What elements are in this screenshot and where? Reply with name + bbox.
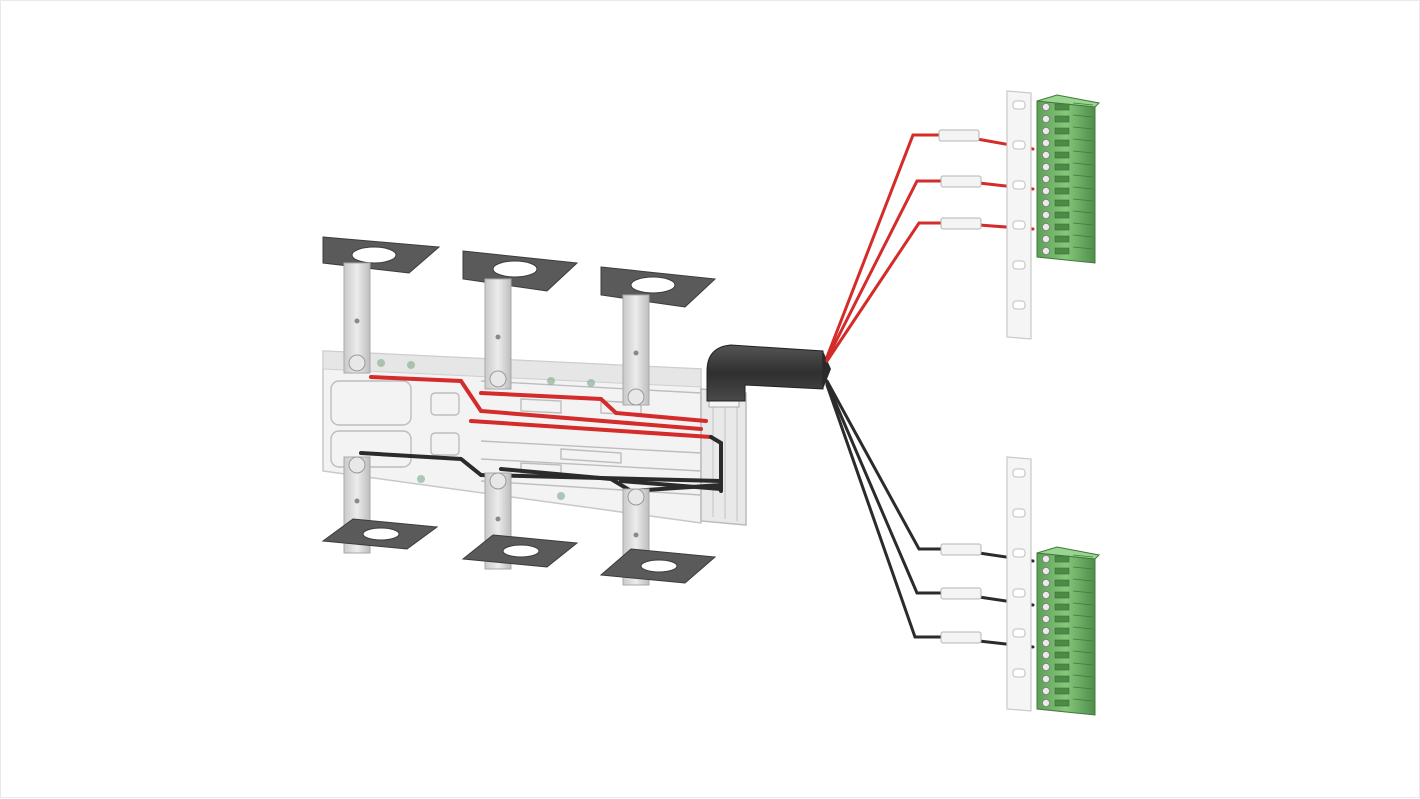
terminal-slot xyxy=(1054,151,1070,159)
terminal-slot xyxy=(1054,567,1070,575)
terminal-slot xyxy=(1054,687,1070,695)
terminal-slot xyxy=(1054,247,1070,255)
top-brackets xyxy=(343,262,650,406)
terminal-screw xyxy=(1042,138,1051,147)
terminal-screw xyxy=(1042,222,1051,231)
red-wire-ferrules xyxy=(938,129,982,230)
terminal-slot xyxy=(1054,127,1070,135)
terminal-screw xyxy=(1042,591,1051,600)
terminal-slot xyxy=(1054,591,1070,599)
external-red-wires xyxy=(825,133,1035,363)
terminal-screw xyxy=(1042,246,1051,255)
terminal-screw xyxy=(1042,127,1051,136)
terminal-screw xyxy=(1042,627,1051,636)
top-mounting-plates xyxy=(322,236,717,308)
lower-terminal-rail xyxy=(1006,456,1032,712)
terminal-screw xyxy=(1042,555,1051,564)
terminal-slot xyxy=(1054,675,1070,683)
terminal-slot xyxy=(1054,115,1070,123)
terminal-slot xyxy=(1054,627,1070,635)
terminal-slot xyxy=(1054,603,1070,611)
internal-red-wires xyxy=(369,375,713,439)
terminal-slot xyxy=(1054,663,1070,671)
lower-terminal-block xyxy=(1036,546,1101,716)
terminal-slot xyxy=(1054,639,1070,647)
terminal-slot xyxy=(1054,235,1070,243)
upper-terminal-rail xyxy=(1006,90,1032,340)
terminal-slot xyxy=(1054,555,1070,563)
terminal-slot xyxy=(1054,223,1070,231)
terminal-slot xyxy=(1054,163,1070,171)
terminal-slot xyxy=(1054,103,1070,111)
terminal-screw xyxy=(1042,210,1051,219)
terminal-slot xyxy=(1054,139,1070,147)
terminal-screw xyxy=(1042,567,1051,576)
external-black-wires xyxy=(825,379,1035,649)
terminal-screw xyxy=(1042,603,1051,612)
terminal-screw xyxy=(1042,651,1051,660)
terminal-screw xyxy=(1042,115,1051,124)
terminal-slot xyxy=(1054,175,1070,183)
terminal-slot xyxy=(1054,615,1070,623)
terminal-screw xyxy=(1042,615,1051,624)
terminal-slot xyxy=(1054,199,1070,207)
terminal-screw xyxy=(1042,174,1051,183)
terminal-screw xyxy=(1042,687,1051,696)
bottom-mounting-plates xyxy=(321,518,717,584)
terminal-screw xyxy=(1042,663,1051,672)
terminal-screw xyxy=(1042,162,1051,171)
terminal-slot xyxy=(1054,211,1070,219)
terminal-slot xyxy=(1054,187,1070,195)
housing xyxy=(322,350,747,526)
terminal-screw xyxy=(1042,103,1051,112)
black-wire-ferrules xyxy=(940,543,982,644)
terminal-slot xyxy=(1054,651,1070,659)
terminal-screw xyxy=(1042,234,1051,243)
upper-terminal-block xyxy=(1036,94,1101,264)
terminal-slot xyxy=(1054,579,1070,587)
cable-jacket xyxy=(706,344,831,402)
terminal-screw xyxy=(1042,186,1051,195)
terminal-screw xyxy=(1042,579,1051,588)
terminal-screw xyxy=(1042,675,1051,684)
terminal-screw xyxy=(1042,198,1051,207)
internal-black-wires xyxy=(359,435,723,494)
terminal-slot xyxy=(1054,699,1070,707)
terminal-screw xyxy=(1042,699,1051,708)
terminal-screw xyxy=(1042,150,1051,159)
terminal-screw xyxy=(1042,639,1051,648)
